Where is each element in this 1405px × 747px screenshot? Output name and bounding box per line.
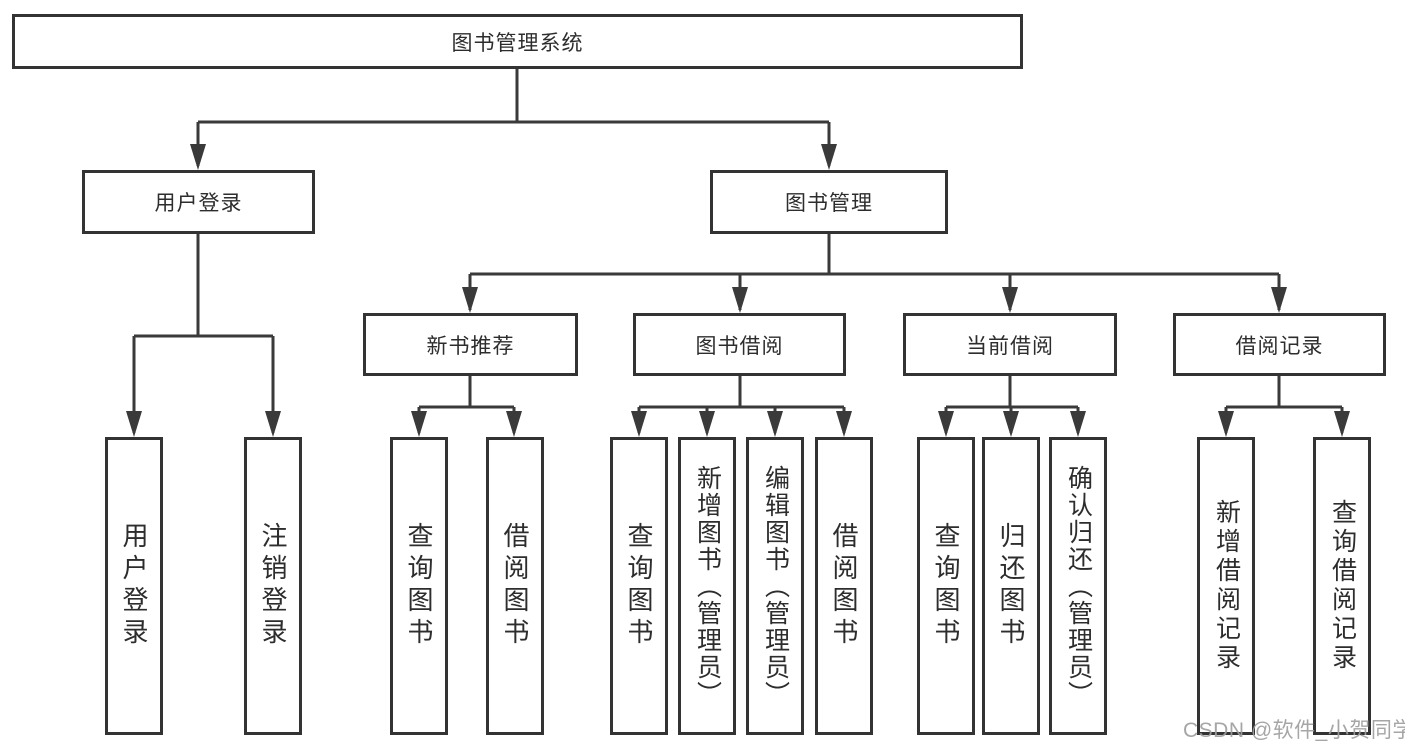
leaf-edit-books-admin: 编辑图书（管理员） — [746, 437, 804, 735]
leaf-query-books-current: 查询图书 — [917, 437, 975, 735]
arrowhead-icon — [938, 411, 954, 437]
node-new-book-recommend: 新书推荐 — [363, 313, 578, 376]
connector-borrowing-records — [1224, 376, 1344, 433]
node-book-borrowing-label: 图书借阅 — [695, 334, 784, 358]
leaf-confirm-return-admin: 确认归还（管理员） — [1049, 437, 1107, 735]
node-root: 图书管理系统 — [12, 14, 1023, 69]
leaf-add-borrow-record: 新增借阅记录 — [1197, 437, 1255, 735]
leaf-query-borrow-record-label: 查询借阅记录 — [1328, 499, 1357, 673]
arrowhead-icon — [1002, 287, 1018, 313]
node-borrowing-records-label: 借阅记录 — [1235, 334, 1324, 358]
arrowhead-icon — [411, 411, 427, 437]
node-user-login: 用户登录 — [82, 170, 315, 234]
leaf-query-books-recommend: 查询图书 — [390, 437, 448, 735]
leaf-user-login-label: 用户登录 — [119, 522, 149, 650]
leaf-query-books-recommend-label: 查询图书 — [404, 522, 434, 650]
arrowhead-icon — [836, 411, 852, 437]
leaf-logout: 注销登录 — [244, 437, 302, 735]
leaf-user-login: 用户登录 — [105, 437, 163, 735]
node-book-management-label: 图书管理 — [785, 192, 873, 215]
arrowhead-icon — [631, 411, 647, 437]
leaf-add-books-admin-label: 新增图书（管理员） — [693, 464, 722, 708]
leaf-add-books-admin: 新增图书（管理员） — [678, 437, 736, 735]
watermark: CSDN @软件_小贺同学 — [1183, 719, 1405, 742]
leaf-return-books-label: 归还图书 — [996, 522, 1026, 650]
node-current-borrowing-label: 当前借阅 — [966, 334, 1054, 358]
leaf-borrow-books-label: 借阅图书 — [829, 522, 859, 650]
arrowhead-icon — [767, 411, 783, 437]
node-borrowing-records: 借阅记录 — [1173, 313, 1386, 376]
arrowhead-icon — [1334, 411, 1350, 437]
leaf-query-books-borrowing: 查询图书 — [610, 437, 668, 735]
arrowhead-icon — [1003, 411, 1019, 437]
leaf-edit-books-admin-label: 编辑图书（管理员） — [761, 464, 790, 708]
node-root-label: 图书管理系统 — [451, 31, 584, 55]
node-book-management: 图书管理 — [710, 170, 948, 234]
leaf-query-borrow-record: 查询借阅记录 — [1313, 437, 1371, 735]
node-book-borrowing: 图书借阅 — [633, 313, 846, 376]
leaf-borrow-books-recommend: 借阅图书 — [486, 437, 544, 735]
node-new-book-recommend-label: 新书推荐 — [426, 334, 515, 358]
arrowhead-icon — [699, 411, 715, 437]
leaf-add-borrow-record-label: 新增借阅记录 — [1212, 499, 1241, 673]
connector-root — [196, 68, 831, 166]
connector-book-management — [468, 234, 1281, 310]
connector-new-book-recommend — [417, 376, 516, 433]
leaf-query-books-borrowing-label: 查询图书 — [624, 522, 654, 650]
leaf-confirm-return-admin-label: 确认归还（管理员） — [1064, 464, 1093, 708]
arrowhead-icon — [126, 411, 142, 437]
leaf-borrow-books: 借阅图书 — [815, 437, 873, 735]
node-current-borrowing: 当前借阅 — [903, 313, 1117, 376]
connector-book-borrowing — [637, 376, 846, 433]
leaf-query-books-current-label: 查询图书 — [931, 522, 961, 650]
node-user-login-label: 用户登录 — [154, 192, 243, 215]
arrowhead-icon — [190, 144, 206, 170]
leaf-logout-label: 注销登录 — [258, 522, 288, 650]
arrowhead-icon — [462, 287, 478, 313]
arrowhead-icon — [1271, 287, 1287, 313]
arrowhead-icon — [1070, 411, 1086, 437]
leaf-return-books: 归还图书 — [982, 437, 1040, 735]
arrowhead-icon — [732, 287, 748, 313]
arrowhead-icon — [1218, 411, 1234, 437]
arrowhead-group — [126, 144, 1350, 437]
arrowhead-icon — [265, 411, 281, 437]
leaf-borrow-books-recommend-label: 借阅图书 — [500, 522, 530, 650]
arrowhead-icon — [506, 411, 522, 437]
arrowhead-icon — [821, 144, 837, 170]
connector-user-login — [132, 234, 275, 433]
